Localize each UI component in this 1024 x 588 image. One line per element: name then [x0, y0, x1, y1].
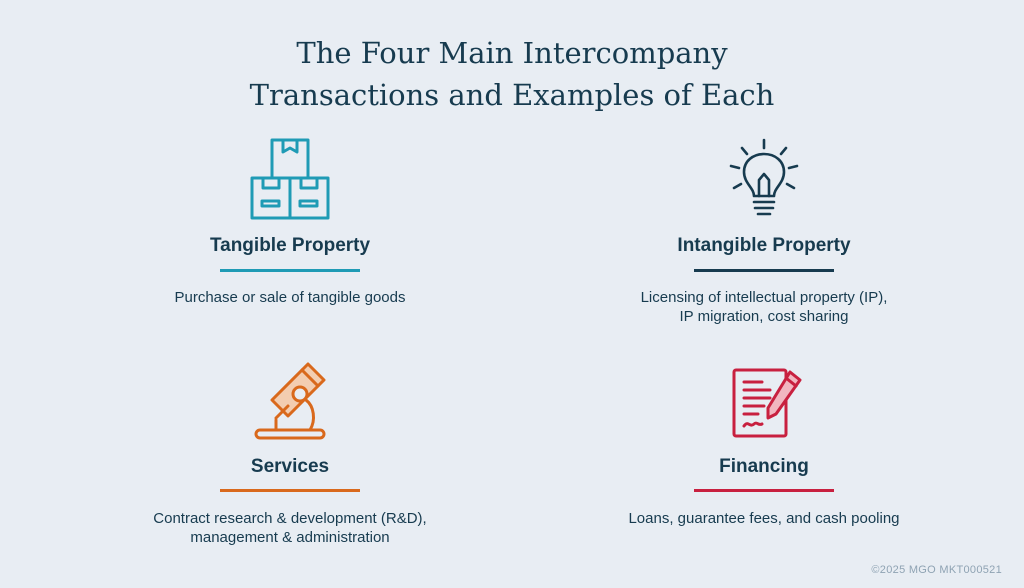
card-heading: Services [250, 456, 330, 477]
card-heading: Intangible Property [677, 235, 851, 256]
card-heading: Financing [719, 456, 809, 477]
boxes-icon [250, 138, 330, 220]
card-heading: Tangible Property [209, 235, 371, 256]
microscope-icon [254, 362, 326, 440]
card-description: Licensing of intellectual property (IP),… [640, 289, 888, 325]
title-line-1: The Four Main Intercompany [296, 36, 728, 70]
card-description: Loans, guarantee fees, and cash pooling [628, 510, 900, 527]
card-divider [694, 269, 834, 272]
title-line-2: Transactions and Examples of Each [249, 78, 775, 112]
card-divider [220, 489, 360, 492]
card-intangible-property: Intangible Property Licensing of intelle… [564, 130, 964, 340]
card-divider [220, 269, 360, 272]
card-services: Services Contract research & development… [90, 352, 490, 552]
card-divider [694, 489, 834, 492]
signed-contract-icon [732, 368, 802, 438]
card-description: Purchase or sale of tangible goods [174, 289, 406, 306]
page-title: The Four Main Intercompany Transactions … [0, 32, 1024, 116]
card-financing: Financing Loans, guarantee fees, and cas… [564, 352, 964, 542]
lightbulb-icon [729, 138, 799, 216]
card-description: Contract research & development (R&D), m… [153, 510, 427, 546]
copyright-footer: ©2025 MGO MKT000521 [871, 564, 1002, 576]
card-tangible-property: Tangible Property Purchase or sale of ta… [90, 130, 490, 320]
